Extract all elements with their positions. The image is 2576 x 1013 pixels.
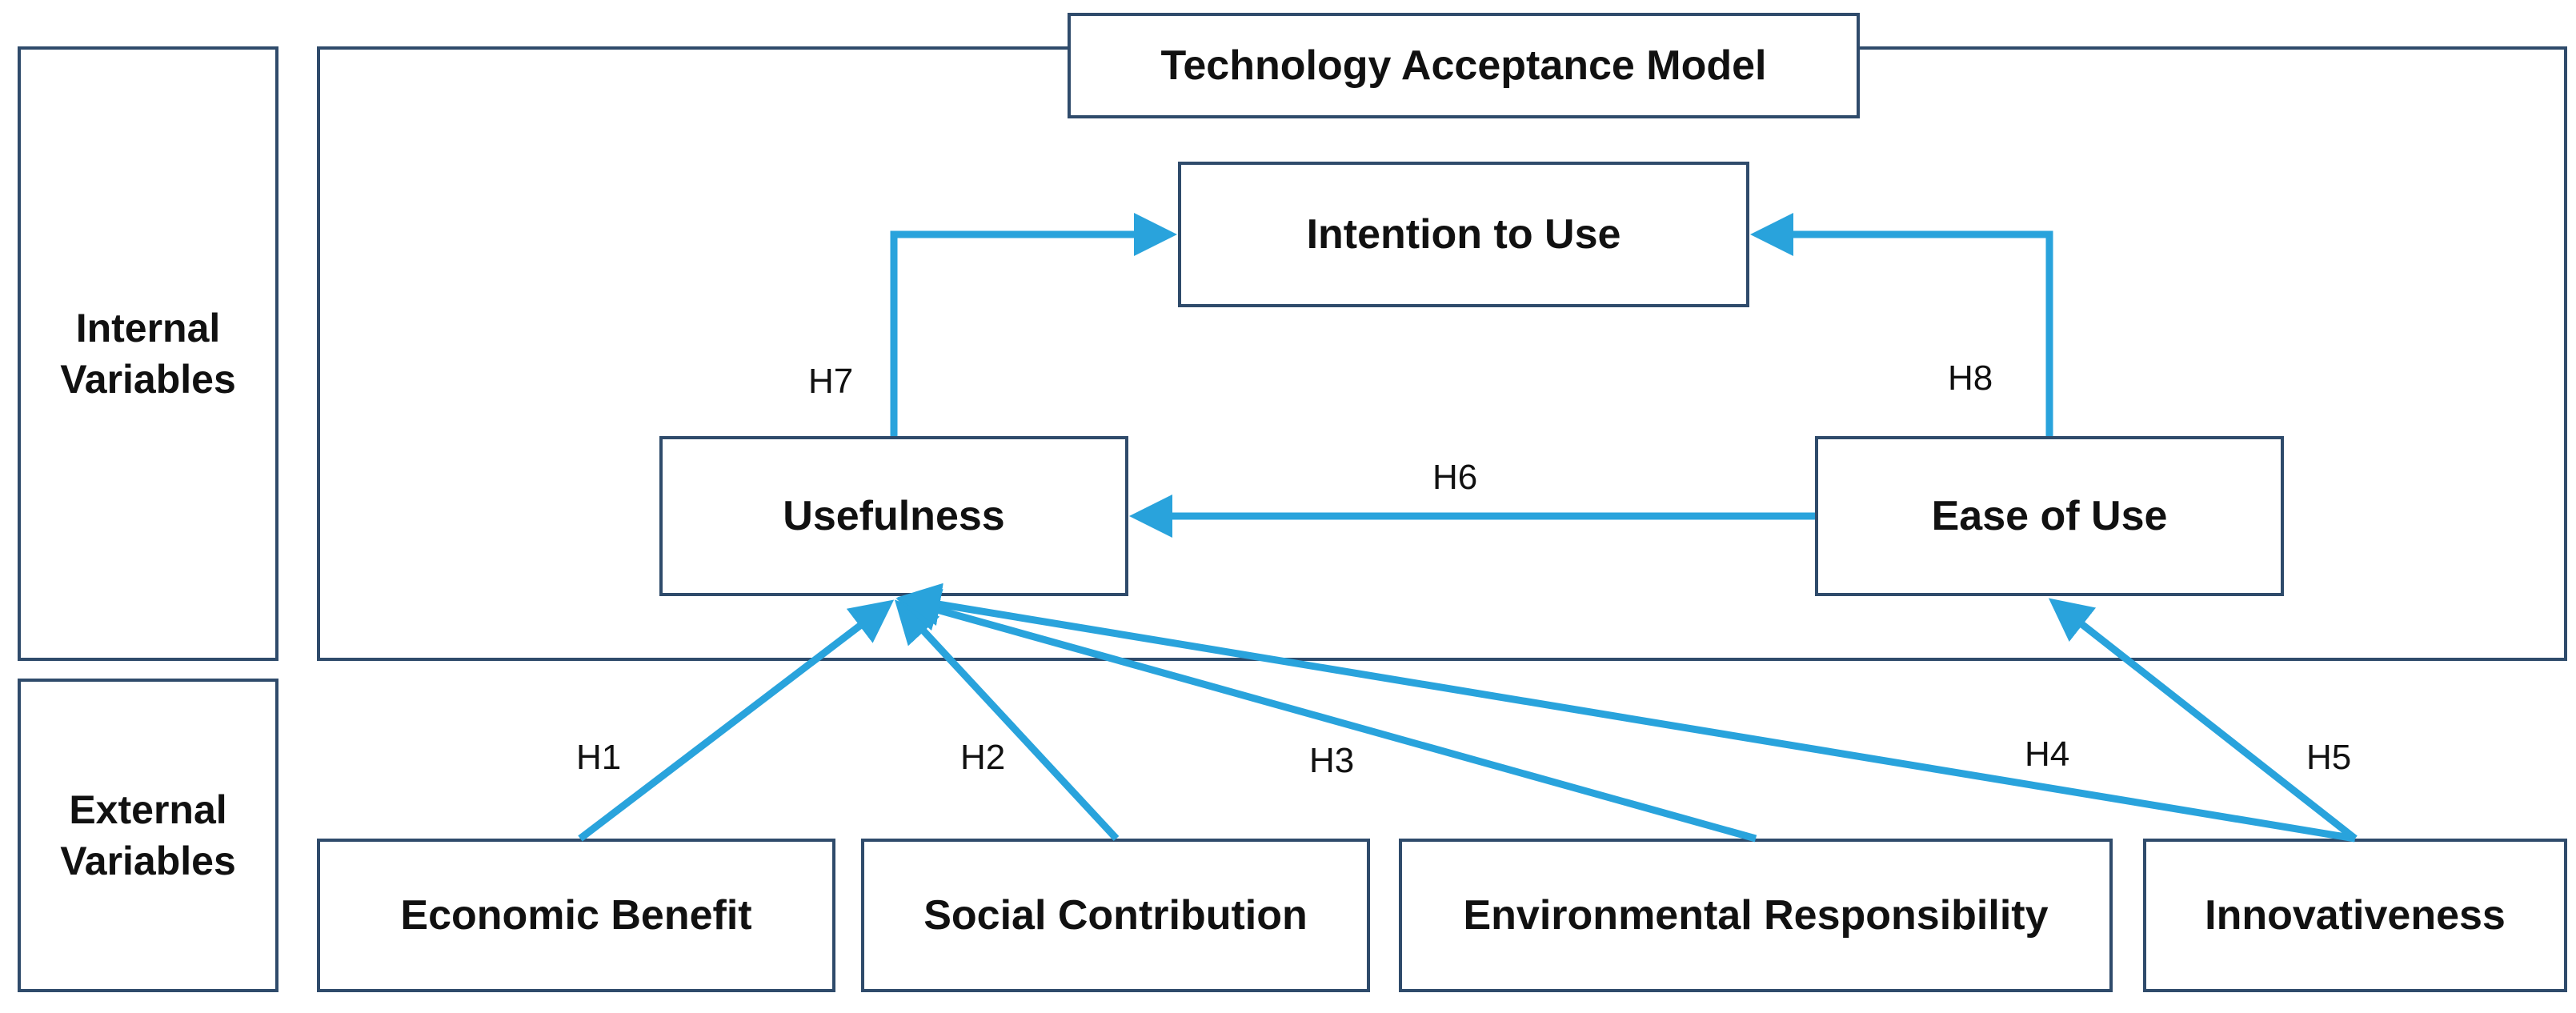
- usefulness-node: Usefulness: [659, 436, 1128, 596]
- ease-of-use-node: Ease of Use: [1815, 436, 2284, 596]
- label-h2: H2: [960, 738, 1006, 777]
- innovativeness-node: Innovativeness: [2143, 839, 2567, 992]
- environmental-responsibility-node: Environmental Responsibility: [1399, 839, 2113, 992]
- social-contribution-node: Social Contribution: [861, 839, 1370, 992]
- label-h4: H4: [2025, 735, 2070, 774]
- label-h5: H5: [2306, 738, 2352, 777]
- label-h6: H6: [1432, 458, 1478, 497]
- label-h3: H3: [1309, 741, 1355, 780]
- model-title: Technology Acceptance Model: [1068, 13, 1860, 118]
- intention-to-use-node: Intention to Use: [1178, 162, 1749, 307]
- label-h1: H1: [576, 738, 622, 777]
- label-h8: H8: [1948, 358, 1993, 398]
- external-variables-label: External Variables: [18, 679, 278, 992]
- internal-variables-label: Internal Variables: [18, 46, 278, 661]
- economic-benefit-node: Economic Benefit: [317, 839, 835, 992]
- label-h7: H7: [808, 362, 854, 401]
